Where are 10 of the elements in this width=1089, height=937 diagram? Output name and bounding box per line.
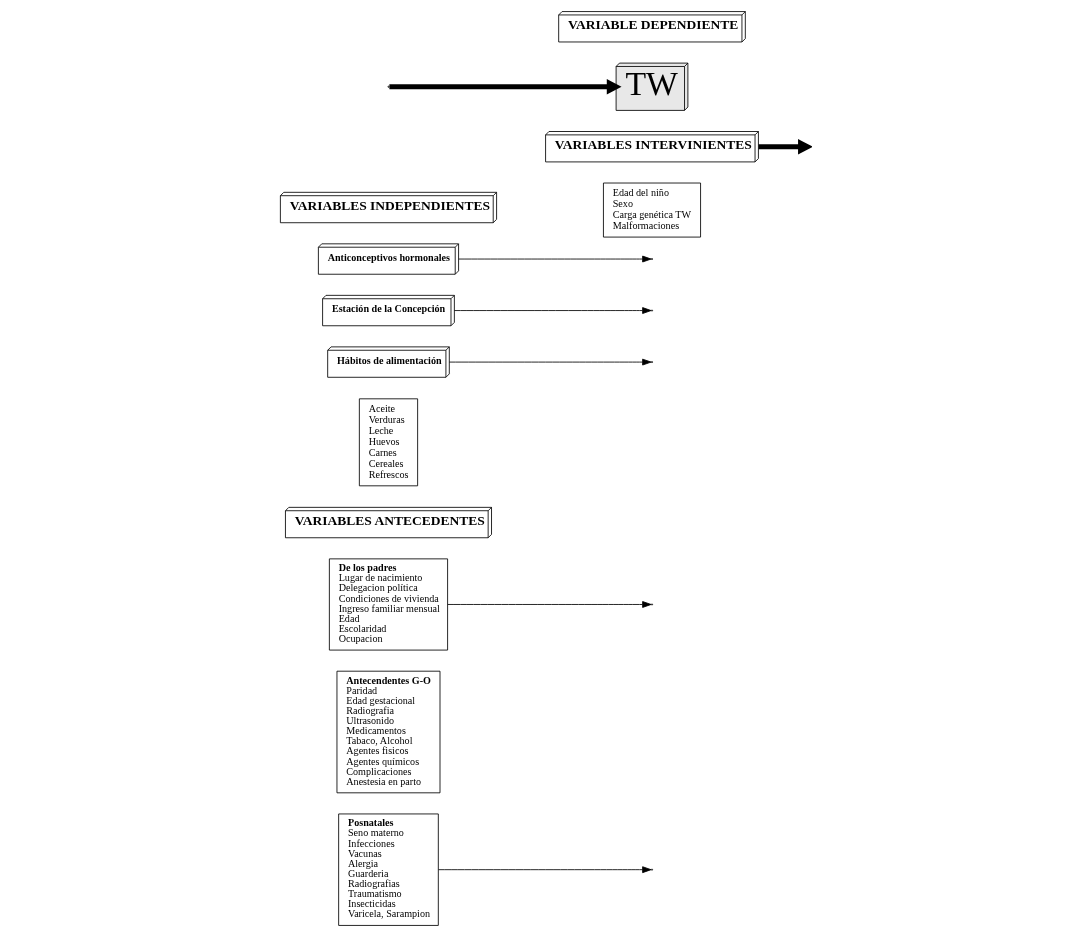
node-box: Posnatales Seno materno Infecciones Vacunas Alergia Guarderia Radiografias Traumatismo Insecticidas Varicela, Sarampion [338,813,439,926]
arrow [448,358,652,366]
node-box: Aceite Verduras Leche Huevos Carnes Cereales Refrescos [358,398,419,487]
arrow [447,601,652,608]
arrow [389,79,622,95]
node-box: De los padres Lugar de nacimiento Delegacion política Condiciones de vivienda Ingreso familiar mensual Edad Escolaridad Ocupacion [328,558,449,651]
arrow [458,255,652,263]
node-box: Antecendentes G-O Paridad Edad gestacional Radiografia Ultrasonido Medicamentos Tabaco, Alcohol Agentes fisicos Agentes químicos Complicaciones Anestesia en parto [336,670,441,794]
arrow [453,307,652,314]
node-box: Edad del niño Sexo Carga genética TW Malformaciones [603,182,701,238]
